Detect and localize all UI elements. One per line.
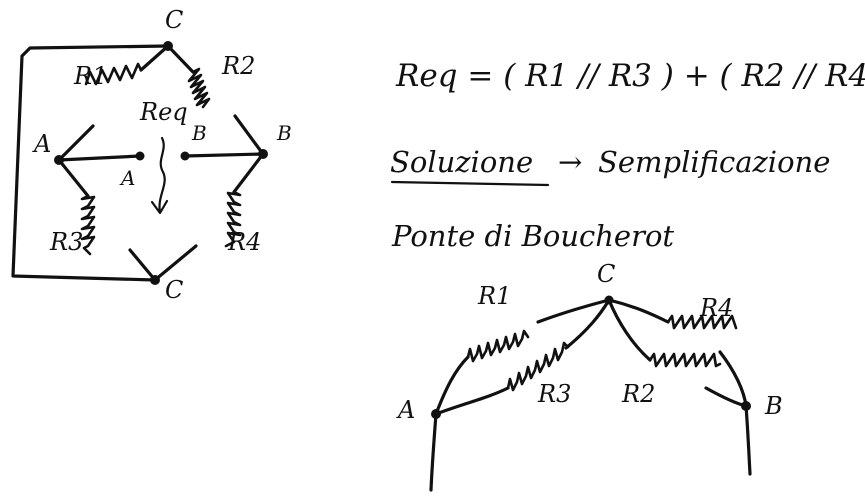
req-arrowhead (150, 199, 169, 215)
resistor-s-r3-coil (506, 341, 570, 392)
node-s-b-dot (741, 401, 751, 411)
label-node-a: A (32, 130, 51, 158)
simplified-circuit: C A B R1 R3 R2 R4 (396, 260, 783, 492)
method-title: Ponte di Boucherot (391, 219, 674, 253)
resistor-s-r1-coil (466, 329, 530, 363)
formula: Req = ( R1 // R3 ) + ( R2 // R4 ) (395, 58, 865, 94)
node-c-bottom-dot (150, 275, 160, 285)
label-r2: R2 (221, 52, 255, 80)
outer-wire (11, 44, 170, 282)
label-probe-b: B (191, 121, 207, 145)
label-probe-a: A (119, 166, 135, 190)
probe-b-dot (180, 151, 190, 161)
node-s-c-dot (604, 295, 614, 305)
lead-s-a (429, 412, 438, 492)
arrow-glyph: → (558, 145, 582, 179)
resistor-r2-coil (187, 67, 211, 109)
node-b-dot (258, 149, 268, 159)
branch-r3 (57, 158, 157, 282)
lead-b (183, 152, 265, 158)
branch-r2 (166, 44, 265, 156)
label-s-r4: R4 (699, 294, 733, 322)
node-c-top-dot (163, 41, 173, 51)
branch-s-r1 (434, 298, 611, 416)
label-r1: R1 (73, 62, 107, 90)
label-s-node-b: B (764, 392, 783, 420)
simplification-word: Semplificazione (598, 145, 830, 179)
resistor-r1-coil (84, 62, 143, 86)
req-arrow (158, 136, 166, 214)
notes: Req = ( R1 // R3 ) + ( R2 // R4 ) Soluzi… (390, 58, 865, 253)
node-a-dot (54, 155, 64, 165)
lead-a (57, 154, 142, 162)
branch-s-r3 (434, 298, 611, 416)
resistor-r4-coil (224, 190, 242, 248)
label-node-b: B (276, 121, 292, 145)
resistor-s-r2-coil (648, 352, 722, 368)
node-s-a-dot (431, 409, 441, 419)
lead-s-b (744, 404, 752, 476)
label-node-c-bottom: C (165, 276, 183, 304)
label-s-r1: R1 (477, 282, 511, 310)
label-r4: R4 (227, 228, 261, 256)
solution-underline (390, 180, 550, 187)
branch-r1 (57, 44, 170, 162)
label-s-node-a: A (396, 396, 415, 424)
resistor-s-r4-coil (666, 314, 738, 330)
branch-r4 (153, 152, 265, 282)
label-s-r3: R3 (537, 380, 571, 408)
label-node-c-top: C (165, 6, 183, 34)
label-s-node-c: C (597, 260, 615, 288)
resistor-r3-coil (80, 194, 96, 256)
bridge-circuit: C A B C A B R1 R2 R3 R4 Req (11, 6, 292, 304)
probe-a-dot (135, 151, 145, 161)
label-s-r2: R2 (621, 380, 655, 408)
label-req: Req (139, 98, 188, 126)
label-r3: R3 (49, 228, 83, 256)
solution-word: Soluzione (390, 145, 533, 179)
